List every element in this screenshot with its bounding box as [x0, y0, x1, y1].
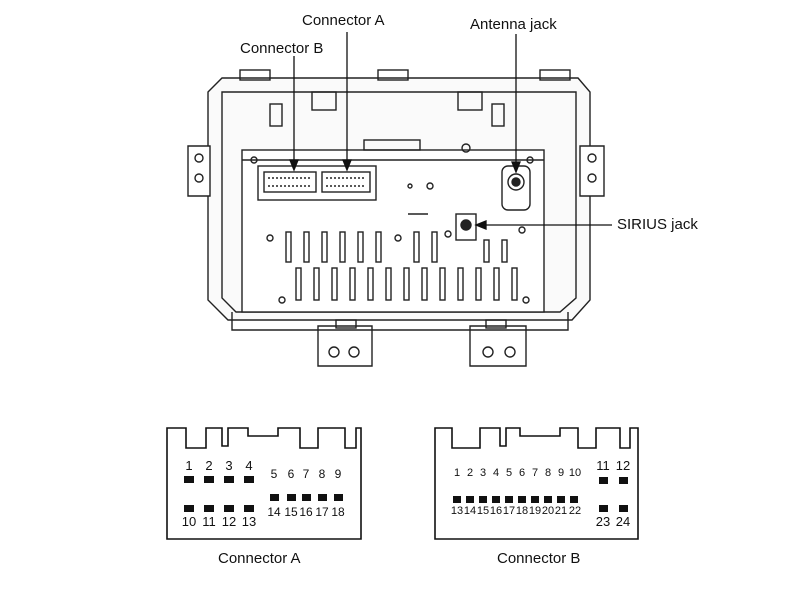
pin-label: 15	[284, 505, 298, 519]
connector-b-outline	[434, 427, 639, 540]
pin-label: 8	[544, 467, 552, 479]
pin-label: 2	[205, 458, 213, 473]
pin-label: 21	[554, 505, 568, 517]
pin-label: 14	[267, 505, 281, 519]
sirius-jack-callout: SIRIUS jack	[617, 216, 698, 233]
pin-label: 6	[287, 467, 295, 481]
pin-label: 1	[453, 467, 461, 479]
pin-label: 23	[595, 514, 611, 529]
pin-label: 19	[528, 505, 542, 517]
pin-label: 3	[479, 467, 487, 479]
connector-a-pads	[184, 476, 343, 512]
pin-label: 18	[331, 505, 345, 519]
pin-label: 7	[531, 467, 539, 479]
pin-label: 1	[185, 458, 193, 473]
connector-b-pads	[453, 477, 628, 512]
pin-label: 5	[505, 467, 513, 479]
pin-label: 20	[541, 505, 555, 517]
pin-label: 10	[181, 514, 197, 529]
pin-label: 4	[492, 467, 500, 479]
pin-label: 9	[334, 467, 342, 481]
pin-label: 10	[568, 467, 582, 479]
pin-label: 15	[476, 505, 490, 517]
pin-label: 24	[615, 514, 631, 529]
pin-label: 4	[245, 458, 253, 473]
connector-a-callout: Connector A	[302, 12, 385, 29]
pin-label: 11	[596, 458, 610, 473]
pin-label: 13	[450, 505, 464, 517]
pin-label: 11	[202, 514, 216, 529]
pin-label: 8	[318, 467, 326, 481]
antenna-jack-callout: Antenna jack	[470, 16, 557, 33]
pin-label: 12	[221, 514, 237, 529]
connector-a-outline	[166, 427, 362, 540]
pin-label: 3	[225, 458, 233, 473]
pin-label: 18	[515, 505, 529, 517]
pin-label: 7	[302, 467, 310, 481]
pin-label: 17	[315, 505, 329, 519]
pin-label: 9	[557, 467, 565, 479]
pin-label: 5	[270, 467, 278, 481]
pin-label: 13	[241, 514, 257, 529]
pin-label: 2	[466, 467, 474, 479]
connector-b-caption: Connector B	[497, 550, 581, 567]
pin-label: 16	[489, 505, 503, 517]
pin-label: 14	[463, 505, 477, 517]
connector-b-callout: Connector B	[240, 40, 324, 57]
pin-label: 22	[568, 505, 582, 517]
pin-label: 17	[502, 505, 516, 517]
connector-a-caption: Connector A	[218, 550, 301, 567]
pin-label: 12	[615, 458, 631, 473]
pin-label: 6	[518, 467, 526, 479]
pin-label: 16	[299, 505, 313, 519]
